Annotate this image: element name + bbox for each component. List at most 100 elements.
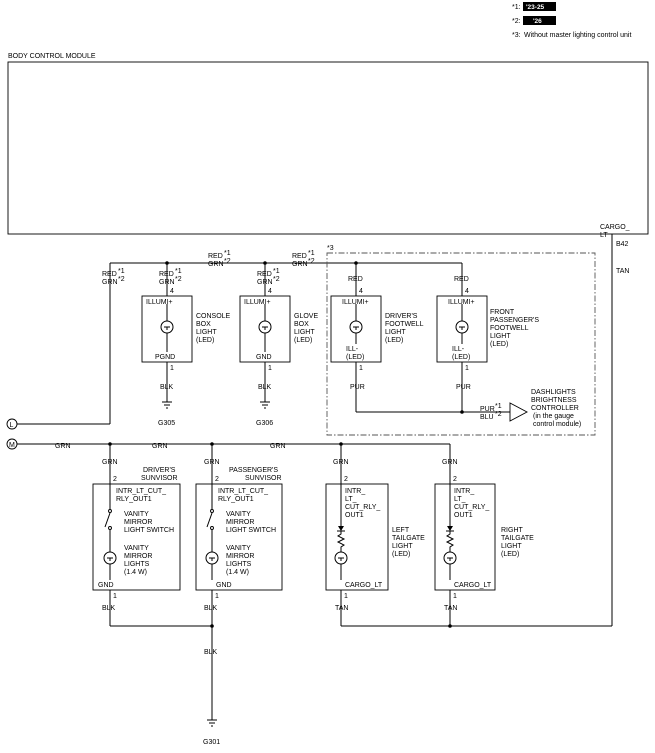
- svg-text:ILL-: ILL-: [346, 346, 359, 353]
- svg-text:INTR_: INTR_: [345, 488, 365, 495]
- svg-text:CARGO_LT: CARGO_LT: [454, 582, 492, 589]
- svg-text:1: 1: [113, 593, 117, 600]
- svg-text:MIRROR: MIRROR: [226, 519, 254, 526]
- svg-text:2: 2: [453, 476, 457, 483]
- pass-foot-wire-pur: PUR: [456, 384, 471, 391]
- svg-text:ILLUMI+: ILLUMI+: [146, 299, 173, 306]
- svg-text:PGND: PGND: [155, 354, 175, 361]
- svg-text:BRIGHTNESS: BRIGHTNESS: [531, 397, 577, 404]
- svg-text:BLU: BLU: [480, 414, 494, 421]
- svg-text:LEFT: LEFT: [392, 527, 410, 534]
- bcm-label: BODY CONTROL MODULE: [8, 53, 96, 60]
- svg-text:MIRROR: MIRROR: [124, 553, 152, 560]
- console-wire-red: RED: [159, 271, 174, 278]
- svg-text:*2: *2: [118, 276, 125, 283]
- svg-text:(1.4 W): (1.4 W): [226, 569, 249, 576]
- bus-wire-red-2: RED: [292, 253, 307, 260]
- svg-text:ILL-: ILL-: [452, 346, 465, 353]
- svg-text:*3: *3: [327, 245, 334, 252]
- svg-text:1: 1: [344, 593, 348, 600]
- bcm-cargo-label-2: LT: [600, 232, 608, 239]
- svg-text:1: 1: [268, 365, 272, 372]
- glove-wire-red: RED: [257, 271, 272, 278]
- ground-g306: G306: [256, 420, 273, 427]
- interior-light-circuit: GRN GRN GRN GRN GRN GRN GRN 2 2 2 2 DRIV…: [17, 442, 612, 746]
- passenger-sunvisor: [195, 483, 283, 591]
- svg-text:TAN: TAN: [444, 605, 457, 612]
- right-tailgate-light: [434, 483, 496, 591]
- svg-text:1: 1: [359, 365, 363, 372]
- svg-text:PASSENGER'S: PASSENGER'S: [490, 317, 539, 324]
- svg-text:FOOTWELL: FOOTWELL: [490, 325, 529, 332]
- svg-text:L: L: [10, 422, 14, 429]
- svg-text:INTR_LT_CUT_: INTR_LT_CUT_: [116, 488, 166, 495]
- bcm-wire-color: TAN: [616, 268, 629, 275]
- svg-text:CONSOLE: CONSOLE: [196, 313, 231, 320]
- svg-text:LIGHT: LIGHT: [490, 333, 511, 340]
- svg-text:BLK: BLK: [102, 605, 116, 612]
- drv-foot-wire-pur: PUR: [350, 384, 365, 391]
- svg-text:SUNVISOR: SUNVISOR: [141, 475, 178, 482]
- wire-grn-l: GRN: [102, 279, 118, 286]
- svg-text:LIGHT: LIGHT: [501, 543, 522, 550]
- svg-text:FRONT: FRONT: [490, 309, 515, 316]
- glove-wire-blk: BLK: [258, 384, 272, 391]
- svg-text:LIGHT: LIGHT: [294, 329, 315, 336]
- svg-text:LIGHT: LIGHT: [385, 329, 406, 336]
- svg-text:DASHLIGHTS: DASHLIGHTS: [531, 389, 576, 396]
- svg-text:(LED): (LED): [452, 354, 470, 361]
- svg-text:DRIVER'S: DRIVER'S: [385, 313, 418, 320]
- svg-text:(LED): (LED): [490, 341, 508, 348]
- svg-text:1: 1: [465, 365, 469, 372]
- svg-text:1: 1: [215, 593, 219, 600]
- svg-text:2: 2: [113, 476, 117, 483]
- bus-wire-red-1: RED: [208, 253, 223, 260]
- svg-text:CUT_RLY_: CUT_RLY_: [454, 504, 489, 511]
- svg-text:*1: *1: [495, 403, 502, 410]
- passenger-vanity-switch: [206, 512, 213, 528]
- svg-text:1: 1: [453, 593, 457, 600]
- svg-text:(LED): (LED): [346, 354, 364, 361]
- driver-sunvisor: [92, 483, 181, 591]
- svg-text:(LED): (LED): [294, 337, 312, 344]
- svg-text:VANITY: VANITY: [226, 545, 251, 552]
- legend-note-2: *2:: [512, 18, 521, 25]
- svg-text:4: 4: [268, 288, 272, 295]
- svg-text:*2: *2: [273, 276, 280, 283]
- svg-text:GLOVE: GLOVE: [294, 313, 318, 320]
- svg-text:*1: *1: [224, 250, 231, 257]
- svg-text:2: 2: [215, 476, 219, 483]
- left-tailgate-light: [325, 483, 389, 591]
- svg-text:SUNVISOR: SUNVISOR: [245, 475, 282, 482]
- bcm-connector: B42: [616, 241, 629, 248]
- ground-g301: G301: [203, 739, 220, 746]
- svg-text:VANITY: VANITY: [226, 511, 251, 518]
- glove-wire-grn: GRN: [257, 279, 273, 286]
- svg-text:*1: *1: [175, 268, 182, 275]
- svg-text:TAN: TAN: [335, 605, 348, 612]
- svg-text:LIGHT: LIGHT: [196, 329, 217, 336]
- svg-text:*2: *2: [495, 411, 502, 418]
- legend-note-3: *3:: [512, 32, 521, 39]
- svg-text:CONTROLLER: CONTROLLER: [531, 405, 579, 412]
- ground-g305: G305: [158, 420, 175, 427]
- svg-text:TAILGATE: TAILGATE: [501, 535, 534, 542]
- svg-text:LIGHTS: LIGHTS: [124, 561, 150, 568]
- svg-text:GRN: GRN: [333, 459, 349, 466]
- svg-text:RLY_OUT1: RLY_OUT1: [116, 496, 152, 503]
- svg-text:FOOTWELL: FOOTWELL: [385, 321, 424, 328]
- svg-text:GRN: GRN: [204, 459, 220, 466]
- dashlights-controller-symbol: [509, 402, 528, 422]
- svg-text:(LED): (LED): [392, 551, 410, 558]
- bus-wire-grn-1: GRN: [208, 261, 224, 268]
- svg-text:BOX: BOX: [196, 321, 211, 328]
- svg-text:INTR_: INTR_: [454, 488, 474, 495]
- svg-text:GND: GND: [216, 582, 232, 589]
- svg-text:GRN: GRN: [55, 443, 71, 450]
- svg-text:ILLUMI+: ILLUMI+: [342, 299, 369, 306]
- svg-text:GND: GND: [98, 582, 114, 589]
- svg-text:(LED): (LED): [196, 337, 214, 344]
- legend-badge-2: [523, 16, 556, 25]
- legend-note-3-text: Without master lighting control unit: [524, 32, 631, 39]
